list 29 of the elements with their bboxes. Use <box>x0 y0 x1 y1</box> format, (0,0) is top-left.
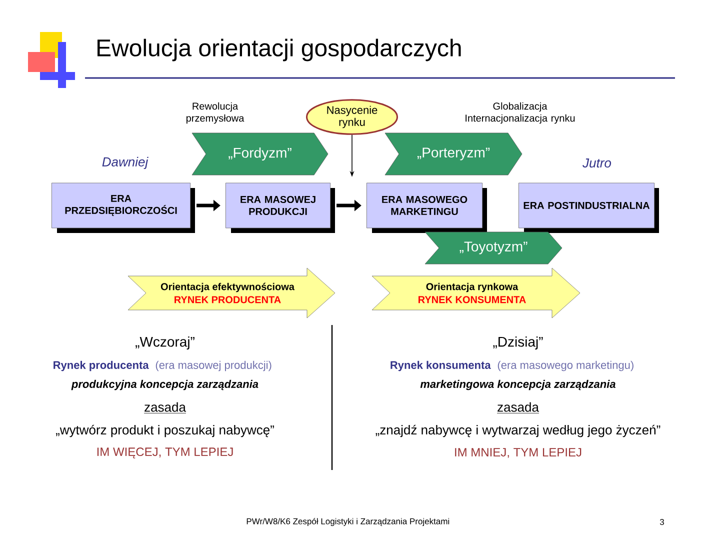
column-heading: „Wczoraj” <box>136 336 194 350</box>
era-note: (era masowego marketingu) <box>498 360 634 372</box>
era-box: ERA MASOWEJ PRODUKCJI <box>225 182 335 233</box>
period-label: Dawniej <box>102 156 148 170</box>
era-box: ERA PRZEDSIĘBIORCZOŚCI <box>51 182 195 233</box>
era-note: (era masowej produkcji) <box>156 360 272 372</box>
title: Ewolucja orientacji gospodarczych <box>98 38 461 62</box>
chevron-banner: „Toyotyzm” <box>424 232 562 264</box>
principle-heading: zasada <box>496 402 540 414</box>
chevron-banner: „Porteryzm” <box>384 132 522 176</box>
slogan-text: IM MNIEJ, TYM LEPIEJ <box>455 448 582 458</box>
era-box: ERA MASOWEGO MARKETINGU <box>366 182 487 233</box>
concept-text: marketingowa koncepcja zarządzania <box>420 380 616 390</box>
principle-text: „wytwórz produkt i poszukaj nabywcę” <box>56 424 274 438</box>
market-label: Rynek konsumenta <box>390 360 491 372</box>
concept-text: produkcyjna koncepcja zarządzania <box>71 380 258 390</box>
slogan-text: IM WIĘCEJ, TYM LEPIEJ <box>97 448 233 458</box>
column-heading: „Dzisiaj” <box>493 336 543 350</box>
chevron-banner: „Fordyzm” <box>192 132 328 176</box>
period-label: Jutro <box>582 158 612 168</box>
annotation-text: Globalizacja Internacjonalizacja rynku <box>466 102 575 124</box>
page-number: 3 <box>660 519 664 525</box>
era-box: ERA POSTINDUSTRIALNA <box>518 182 659 233</box>
orientation-banner: Orientacja rynkowa RYNEK KONSUMENTA <box>372 268 580 318</box>
market-label: Rynek producenta <box>54 360 149 372</box>
orientation-banner: Orientacja efektywnościowa RYNEK PRODUCENTA <box>128 268 336 318</box>
principle-heading: zasada <box>144 402 186 414</box>
footer-text: PWr/W8/K6 Zespół Logistyki i Zarządzania Projektami <box>246 518 450 526</box>
principle-text: „znajdź nabywcę i wytwarzaj według jego życzeń” <box>376 424 660 438</box>
